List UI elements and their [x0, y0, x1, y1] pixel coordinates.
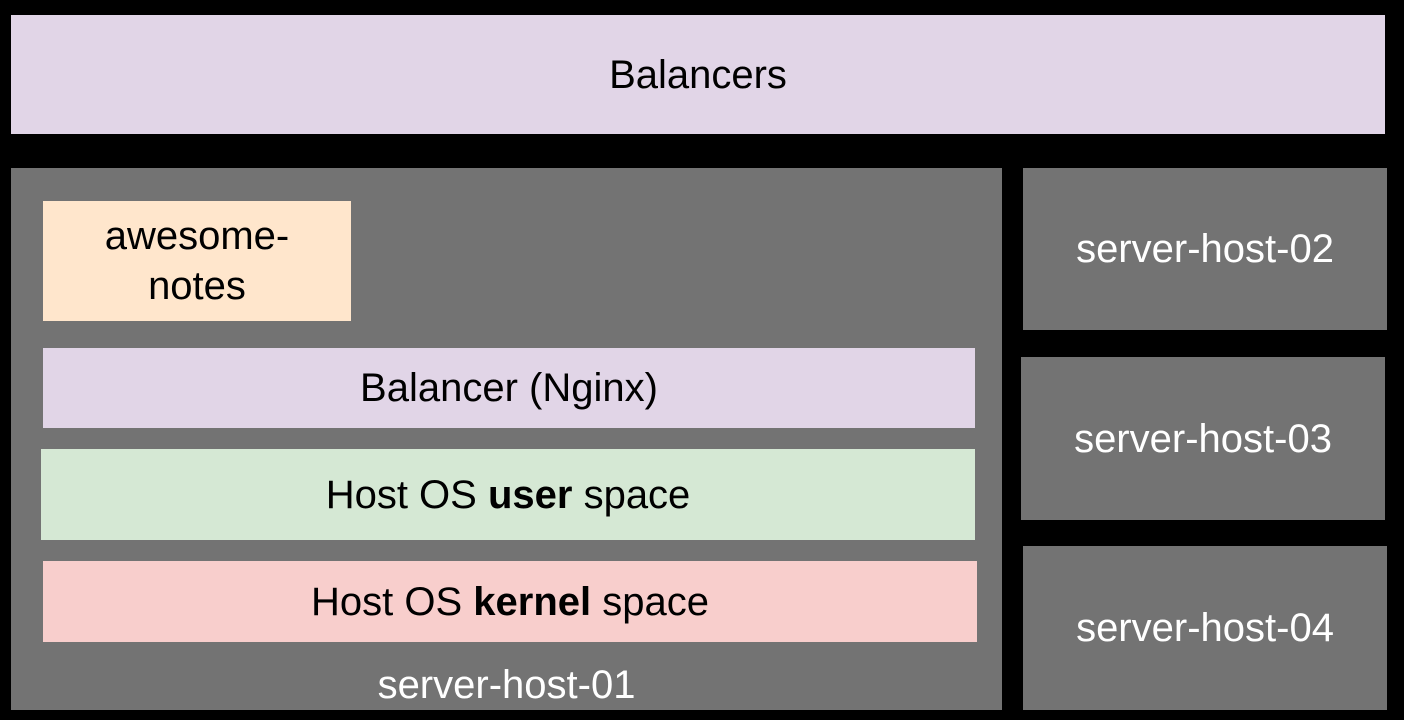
kernel-space-suffix: space [591, 579, 709, 624]
user-space-box: Host OS user space [41, 449, 975, 540]
balancers-label: Balancers [609, 52, 787, 97]
kernel-space-prefix: Host OS [311, 579, 474, 624]
balancers-box: Balancers [11, 15, 1385, 134]
server-host-01-label: server-host-01 [377, 662, 636, 707]
server-host-03-label: server-host-03 [1074, 416, 1332, 461]
awesome-notes-box: awesome- notes [43, 201, 351, 321]
server-host-02-label: server-host-02 [1076, 227, 1334, 271]
nginx-balancer-box: Balancer (Nginx) [43, 348, 975, 428]
awesome-notes-label: awesome- notes [105, 211, 290, 311]
user-space-suffix: space [572, 472, 691, 517]
user-space-prefix: Host OS [325, 472, 488, 517]
awesome-notes-label-line2: notes [148, 264, 246, 308]
server-host-02-box: server-host-02 [1023, 168, 1387, 330]
server-host-04-label: server-host-04 [1076, 606, 1334, 650]
server-host-03-box: server-host-03 [1021, 357, 1385, 520]
kernel-space-label: Host OS kernel space [311, 577, 709, 627]
user-space-label: Host OS user space [326, 470, 691, 520]
server-host-04-box: server-host-04 [1023, 546, 1387, 710]
nginx-balancer-label: Balancer (Nginx) [360, 366, 658, 410]
awesome-notes-label-line1: awesome- [104, 214, 290, 258]
kernel-space-box: Host OS kernel space [43, 561, 977, 642]
user-space-bold: user [487, 472, 573, 517]
kernel-space-bold: kernel [473, 579, 592, 624]
